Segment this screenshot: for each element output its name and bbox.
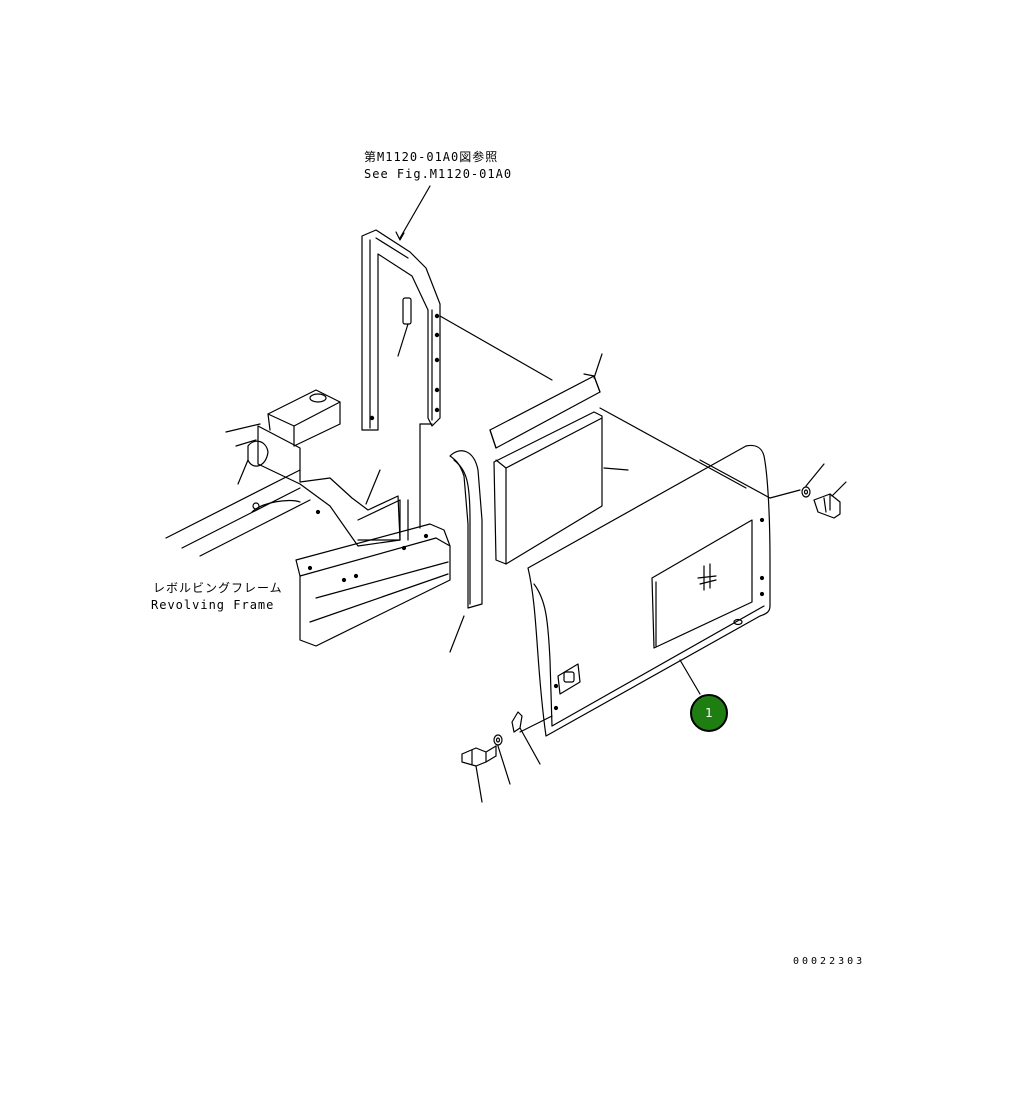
edge-strip [449,450,483,653]
vertical-bracket [361,229,441,437]
side-cover [527,444,771,737]
revolving-frame [165,389,451,647]
cover-emblem [697,563,717,591]
assembly-lines [439,315,801,733]
right-bolt-washer [801,463,847,519]
reference-leader [395,185,431,241]
frame-label-japanese: レボルビングフレーム [153,581,283,595]
reference-label-japanese: 第M1120-01A0図参照 [364,150,499,164]
left-bolt-washer-clip [461,711,541,803]
rubber-strip [489,353,603,449]
reference-label-english: See Fig.M1120-01A0 [364,167,513,181]
frame-label-english: Revolving Frame [151,598,275,612]
foam-pad [493,411,629,565]
part-callout-1[interactable]: 1 [690,694,728,732]
drawing-code: 00022303 [793,956,866,967]
